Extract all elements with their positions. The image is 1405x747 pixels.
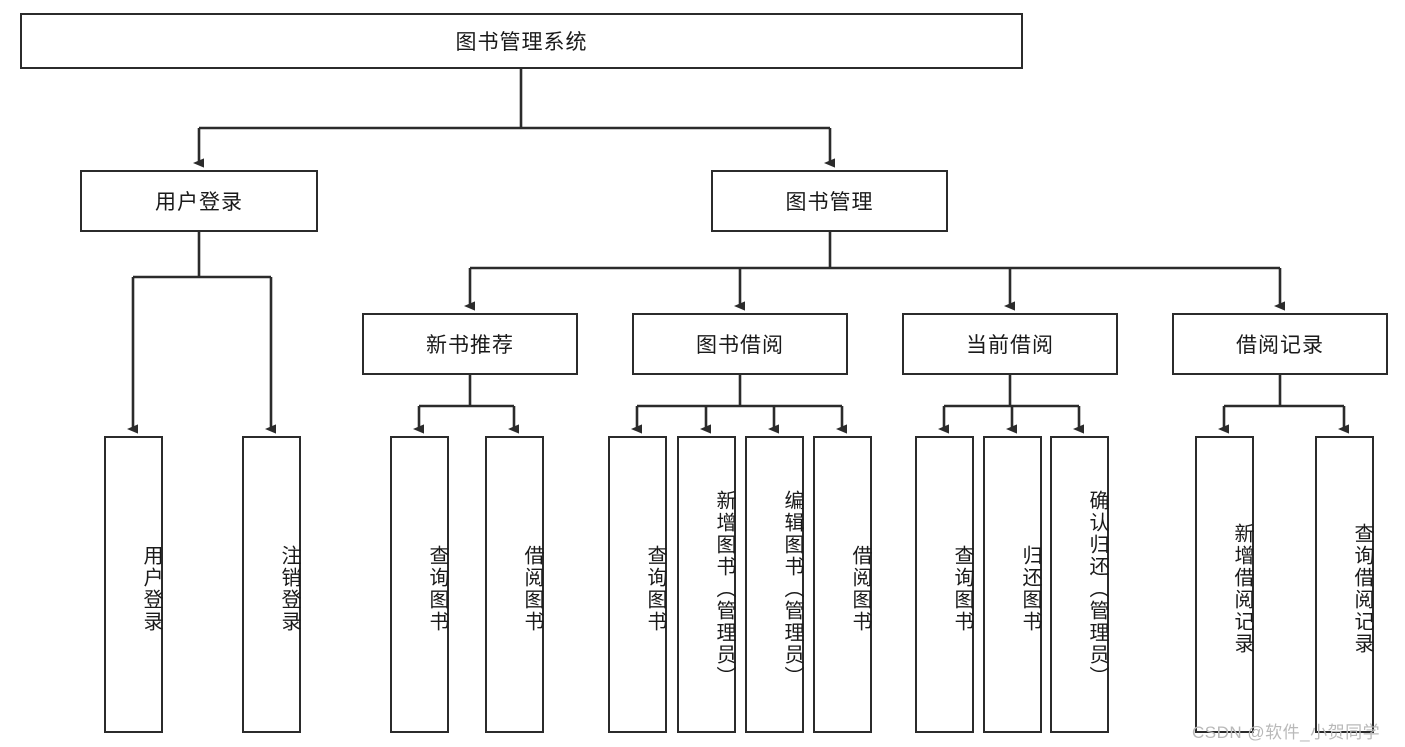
node-new-book-recommend[interactable]: 新书推荐 (362, 313, 578, 375)
node-new-book-recommend-label: 新书推荐 (426, 334, 514, 357)
leaf-logout-label: 注销登录 (278, 544, 300, 633)
leaf-query-book-current-label: 查询图书 (951, 544, 973, 633)
leaf-logout[interactable]: 注销登录 (242, 436, 301, 733)
leaf-confirm-return-admin[interactable]: 确认归还（管理员） (1050, 436, 1109, 733)
node-borrow-record-label: 借阅记录 (1236, 334, 1324, 357)
leaf-add-book-admin[interactable]: 新增图书（管理员） (677, 436, 736, 733)
node-root[interactable]: 图书管理系统 (20, 13, 1023, 69)
node-book-borrow[interactable]: 图书借阅 (632, 313, 848, 375)
node-current-borrow-label: 当前借阅 (966, 334, 1054, 357)
leaf-query-book-borrow-label: 查询图书 (644, 544, 666, 633)
leaf-add-book-admin-label: 新增图书（管理员） (713, 489, 735, 688)
leaf-confirm-return-admin-label: 确认归还（管理员） (1086, 489, 1108, 688)
leaf-borrow-book-label: 借阅图书 (849, 544, 871, 633)
csdn-watermark: CSDN @软件_小贺同学 (1192, 723, 1381, 742)
leaf-borrow-book-recommend-label: 借阅图书 (521, 544, 543, 633)
leaf-query-book-borrow[interactable]: 查询图书 (608, 436, 667, 733)
leaf-borrow-book[interactable]: 借阅图书 (813, 436, 872, 733)
leaf-return-book[interactable]: 归还图书 (983, 436, 1042, 733)
node-borrow-record[interactable]: 借阅记录 (1172, 313, 1388, 375)
node-root-label: 图书管理系统 (455, 31, 588, 54)
leaf-edit-book-admin-label: 编辑图书（管理员） (781, 489, 803, 688)
leaf-query-borrow-record[interactable]: 查询借阅记录 (1315, 436, 1374, 733)
node-current-borrow[interactable]: 当前借阅 (902, 313, 1118, 375)
leaf-user-login[interactable]: 用户登录 (104, 436, 163, 733)
leaf-borrow-book-recommend[interactable]: 借阅图书 (485, 436, 544, 733)
leaf-query-book-current[interactable]: 查询图书 (915, 436, 974, 733)
node-book-management[interactable]: 图书管理 (711, 170, 948, 232)
leaf-query-book-recommend[interactable]: 查询图书 (390, 436, 449, 733)
leaf-query-book-recommend-label: 查询图书 (426, 544, 448, 633)
leaf-add-borrow-record-label: 新增借阅记录 (1231, 522, 1253, 655)
leaf-add-borrow-record[interactable]: 新增借阅记录 (1195, 436, 1254, 733)
leaf-return-book-label: 归还图书 (1019, 544, 1041, 633)
leaf-edit-book-admin[interactable]: 编辑图书（管理员） (745, 436, 804, 733)
node-book-management-label: 图书管理 (785, 191, 874, 214)
leaf-query-borrow-record-label: 查询借阅记录 (1351, 522, 1373, 655)
node-user-login-label: 用户登录 (155, 191, 243, 214)
leaf-user-login-label: 用户登录 (140, 544, 162, 633)
node-book-borrow-label: 图书借阅 (696, 334, 784, 357)
node-user-login[interactable]: 用户登录 (80, 170, 318, 232)
